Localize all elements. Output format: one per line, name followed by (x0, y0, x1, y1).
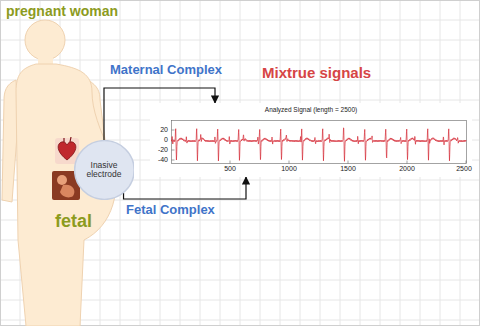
axis-tick-label: 2000 (399, 165, 415, 173)
axis-tick-label: 1000 (281, 165, 297, 173)
axis-tick-label: 1500 (340, 165, 356, 173)
tick-mark (172, 130, 175, 131)
signal-trace (171, 128, 466, 162)
signal-chart: Analyzed Signal (length = 2500) (150, 103, 472, 177)
heart-vessels (64, 137, 71, 142)
connector-arrow (124, 177, 246, 199)
figure-label: pregnant woman (6, 4, 118, 19)
edge-label: Fetal Complex (126, 203, 215, 217)
tick-mark (289, 161, 290, 164)
axis-tick-label: 2500 (456, 165, 472, 173)
electrode-ellipse (74, 141, 134, 200)
tick-mark (230, 161, 231, 164)
grid-line (0, 40, 480, 41)
tick-mark (172, 160, 175, 161)
heart-shape (58, 142, 76, 160)
axis-tick-label: -40 (158, 156, 168, 164)
tick-mark (466, 161, 467, 164)
plot-frame (172, 121, 467, 164)
axis-tick-label: 500 (224, 165, 236, 173)
grid-line (0, 60, 480, 61)
axis-tick-label: 0 (164, 136, 168, 144)
chart-title: Analyzed Signal (length = 2500) (265, 106, 357, 113)
tick-mark (172, 150, 175, 151)
edge-label: Maternal Complex (110, 63, 222, 77)
fetus-head (57, 175, 67, 185)
tick-mark (407, 161, 408, 164)
axis-tick-label: 20 (160, 126, 168, 134)
fetus-body (60, 185, 74, 198)
tick-mark (348, 161, 349, 164)
electrode-circle: Inasive electrode (74, 140, 135, 200)
grid-line (0, 20, 480, 21)
grid-line (140, 0, 141, 326)
signal-plot (171, 120, 468, 164)
signal-label: Mixtrue signals (262, 65, 371, 82)
node-label: Inasive electrode (84, 161, 124, 180)
head (25, 20, 65, 60)
figure-label: fetal (55, 212, 92, 232)
axis-tick-label: -20 (158, 146, 168, 154)
